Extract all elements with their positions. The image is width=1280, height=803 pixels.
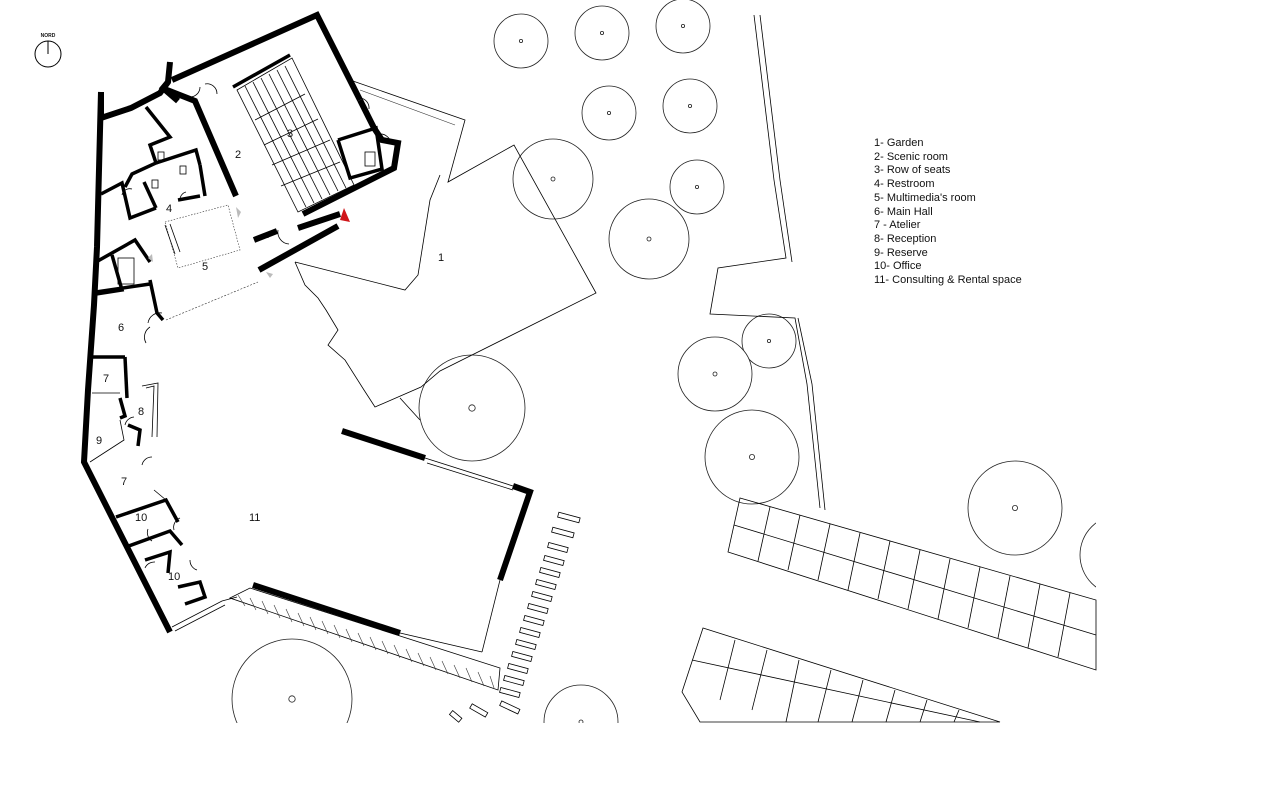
tree [677, 336, 753, 412]
tree [704, 409, 800, 505]
room-legend: 1- Garden 2- Scenic room 3- Row of seats… [874, 137, 1022, 288]
tree [669, 159, 725, 215]
legend-item-restroom: 4- Restroom [874, 178, 935, 191]
room-label-restroom: 4 [166, 203, 172, 215]
building-walls [80, 11, 534, 653]
tree [662, 78, 718, 134]
legend-item-main-hall: 6- Main Hall [874, 205, 933, 218]
legend-item-reserve: 9- Reserve [874, 246, 928, 259]
tree [493, 13, 549, 69]
compass-label: NORD [41, 33, 56, 39]
room-label-reception: 8 [138, 406, 144, 418]
reception-counter [141, 382, 159, 438]
door-swings [121, 83, 392, 571]
tree [655, 0, 711, 54]
tree [512, 138, 594, 220]
legend-item-scenic-room: 2- Scenic room [874, 150, 948, 163]
room-label-office-b: 10 [168, 571, 180, 583]
seating-rows [236, 57, 355, 213]
tree [608, 198, 690, 280]
door-markers [148, 207, 273, 278]
parking-row-lower [681, 627, 1001, 723]
room-label-multimedia: 5 [202, 261, 208, 273]
site-path [709, 14, 826, 511]
north-compass: NORD [34, 33, 62, 68]
tree [574, 5, 630, 61]
legend-item-garden: 1- Garden [874, 137, 924, 149]
tree [741, 313, 797, 369]
crop-mask-right [1096, 460, 1280, 730]
multimedia-stage [164, 204, 241, 269]
legend-item-reception: 8- Reception [874, 232, 937, 245]
room-label-office-a: 10 [135, 512, 147, 524]
room-label-garden: 1 [438, 252, 444, 264]
parking-row-upper [727, 497, 1097, 671]
entrance-ramp [228, 587, 501, 691]
legend-item-consulting: 11- Consulting & Rental space [874, 274, 1022, 287]
room-label-atelier-b: 7 [121, 476, 127, 488]
legend-item-multimedia-room: 5- Multimedia's room [874, 191, 976, 204]
room-label-atelier-a: 7 [103, 373, 109, 385]
room-label-scenic-room: 2 [235, 149, 241, 161]
restroom-fixtures [117, 151, 376, 285]
room-labels: 1 2 3 4 5 6 7 8 9 7 10 11 10 [96, 128, 444, 583]
room-label-reserve: 9 [96, 435, 102, 447]
stepping-stones [448, 511, 581, 723]
tree [418, 354, 526, 462]
glazing-line [165, 281, 259, 321]
tree [581, 85, 637, 141]
legend-item-office: 10- Office [874, 260, 922, 273]
garden-outline [294, 79, 597, 421]
entrance-marker [340, 208, 350, 222]
room-label-row-of-seats: 3 [287, 128, 293, 140]
legend-item-row-of-seats: 3- Row of seats [874, 164, 951, 177]
crop-mask [0, 723, 1280, 803]
room-label-consulting: 11 [249, 512, 260, 524]
legend-item-atelier: 7 - Atelier [874, 219, 921, 232]
site-trees [231, 0, 1161, 760]
room-label-main-hall: 6 [118, 322, 124, 334]
tree [967, 460, 1063, 556]
